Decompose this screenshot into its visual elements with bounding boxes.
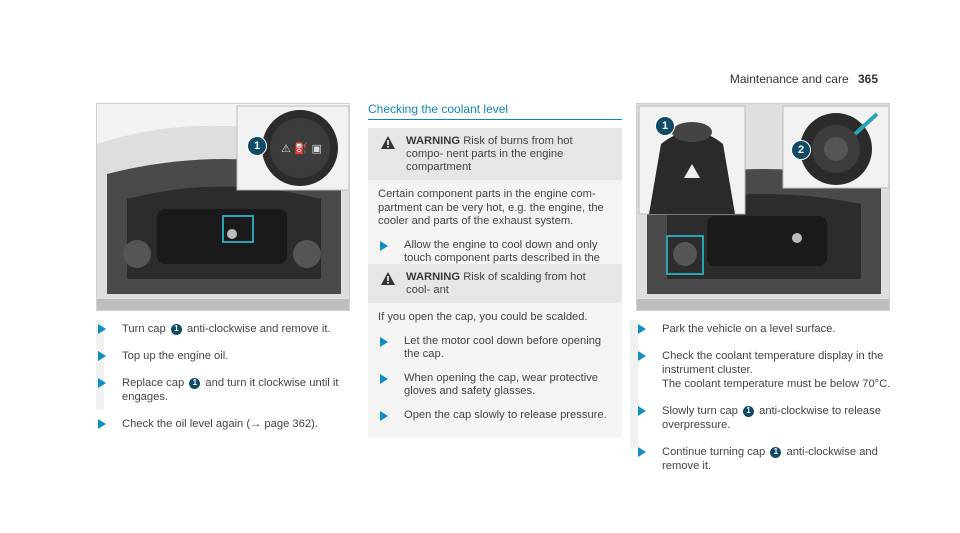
coolant-figure: 1 2 <box>636 103 890 311</box>
step-arrow-icon <box>380 336 388 347</box>
warning-title: Risk of burns from hot compo- nent parts… <box>406 135 573 173</box>
warning-step: Let the motor cool down before opening t… <box>378 335 612 362</box>
right-steps-bar <box>630 320 638 448</box>
section-title: Checking the coolant level <box>368 102 622 120</box>
warning-header: WARNING Risk of scalding from hot cool- … <box>368 264 622 303</box>
cap-marker: 1 <box>770 446 782 458</box>
cap-marker: 1 <box>189 377 201 389</box>
step-arrow-icon <box>380 373 388 384</box>
callout-1: 1 <box>655 116 675 136</box>
warning-box-scalding: WARNING Risk of scalding from hot cool- … <box>368 264 622 438</box>
warning-header: WARNING Risk of burns from hot compo- ne… <box>368 128 622 180</box>
step-turn-cap: Turn cap 1 anti-clockwise and remove it. <box>96 322 358 336</box>
step-arrow-icon <box>98 419 106 429</box>
warning-step: When opening the cap, wear protective gl… <box>378 372 612 399</box>
step-replace-cap: Replace cap 1 and turn it clockwise unti… <box>96 376 358 404</box>
warning-title: Risk of scalding from hot cool- ant <box>406 271 586 296</box>
step-slowly-turn-cap: Slowly turn cap 1 anti-clockwise to rele… <box>636 404 898 432</box>
step-top-up: Top up the engine oil. <box>96 349 358 363</box>
header-title: Maintenance and care <box>729 72 849 86</box>
engine-oil-figure: ⚠ ⛽ ▣ 1 <box>96 103 350 311</box>
page-header: Maintenance and care 365 <box>730 72 878 86</box>
step-arrow-icon <box>638 406 646 416</box>
step-arrow-icon <box>638 324 646 334</box>
page-number: 365 <box>857 72 878 86</box>
coolant-compartment-illustration <box>637 104 889 310</box>
step-arrow-icon <box>98 351 106 361</box>
step-park-vehicle: Park the vehicle on a level surface. <box>636 322 898 336</box>
warning-label: WARNING <box>406 135 461 147</box>
step-check-oil: Check the oil level again (→ page 362). <box>96 417 358 431</box>
step-arrow-icon <box>380 410 388 421</box>
left-steps-bar <box>96 320 104 410</box>
step-arrow-icon <box>380 240 388 251</box>
cap-marker: 1 <box>170 323 182 335</box>
engine-compartment-illustration: ⚠ ⛽ ▣ <box>97 104 349 310</box>
callout-1: 1 <box>247 136 267 156</box>
warning-label: WARNING <box>406 271 461 283</box>
step-arrow-icon <box>98 324 106 334</box>
warning-body: If you open the cap, you could be scalde… <box>368 303 622 438</box>
step-check-temperature: Check the coolant temperature display in… <box>636 349 898 391</box>
step-arrow-icon <box>98 378 106 388</box>
left-steps: Turn cap 1 anti-clockwise and remove it.… <box>96 322 358 444</box>
svg-text:⚠ ⛽ ▣: ⚠ ⛽ ▣ <box>281 142 322 155</box>
cap-marker: 1 <box>742 405 754 417</box>
warning-step: Open the cap slowly to release pressure. <box>378 409 612 423</box>
right-steps: Park the vehicle on a level surface. Che… <box>636 322 898 486</box>
warning-triangle-icon <box>381 136 395 149</box>
step-arrow-icon <box>638 351 646 361</box>
step-continue-turning: Continue turning cap 1 anti-clockwise an… <box>636 445 898 473</box>
warning-triangle-icon <box>381 272 395 285</box>
step-arrow-icon <box>638 447 646 457</box>
callout-2: 2 <box>791 140 811 160</box>
